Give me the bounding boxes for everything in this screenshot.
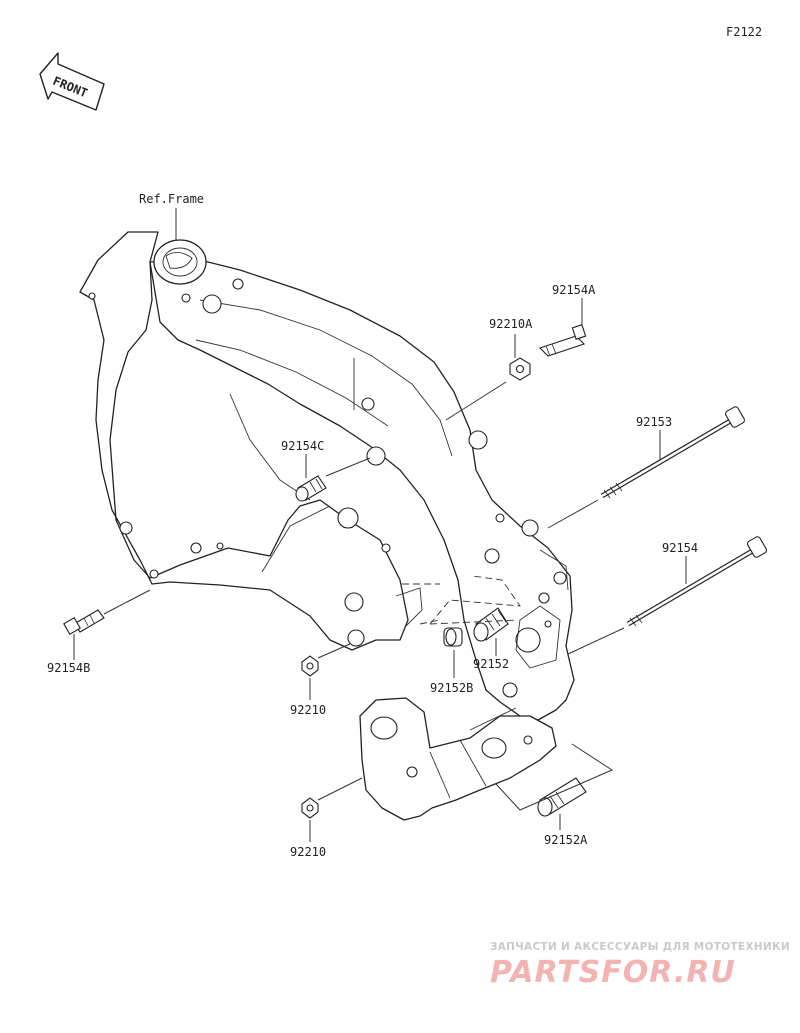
- label-92210-lower: 92210: [290, 845, 326, 859]
- label-92152: 92152: [473, 657, 509, 671]
- collar-92152a-icon: [537, 777, 587, 817]
- label-92153: 92153: [636, 415, 672, 429]
- collar-92154c-icon: [295, 475, 327, 502]
- label-92210A: 92210A: [489, 317, 533, 331]
- nut-92210-upper-icon: [301, 655, 319, 677]
- nut-92210a-icon: [509, 357, 531, 381]
- label-92154: 92154: [662, 541, 698, 555]
- motorcycle-frame-drawing: [79, 231, 575, 821]
- nut-92210-lower-icon: [301, 797, 319, 819]
- watermark-tagline: ЗАПЧАСТИ И АКСЕССУАРЫ ДЛЯ МОТОТЕХНИКИ: [490, 941, 790, 953]
- front-arrow-icon: FRONT: [39, 52, 105, 111]
- label-92152A: 92152A: [544, 833, 588, 847]
- watermark-brand: PARTSFOR.RU: [490, 955, 736, 990]
- long-bolt-92154-icon: [626, 536, 768, 627]
- bolt-92154a-icon: [538, 324, 587, 357]
- bolt-92154b-icon: [63, 609, 105, 635]
- spacer-92152b-icon: [443, 627, 463, 647]
- ref-frame-label: Ref.Frame: [139, 192, 204, 206]
- long-bolt-92153-icon: [600, 406, 746, 499]
- label-92152B: 92152B: [430, 681, 473, 695]
- label-92154B: 92154B: [47, 661, 90, 675]
- figure-code: F2122: [726, 25, 762, 39]
- label-92154C: 92154C: [281, 439, 324, 453]
- label-92210-upper: 92210: [290, 703, 326, 717]
- collar-92152-icon: [473, 607, 509, 642]
- label-92154A: 92154A: [552, 283, 596, 297]
